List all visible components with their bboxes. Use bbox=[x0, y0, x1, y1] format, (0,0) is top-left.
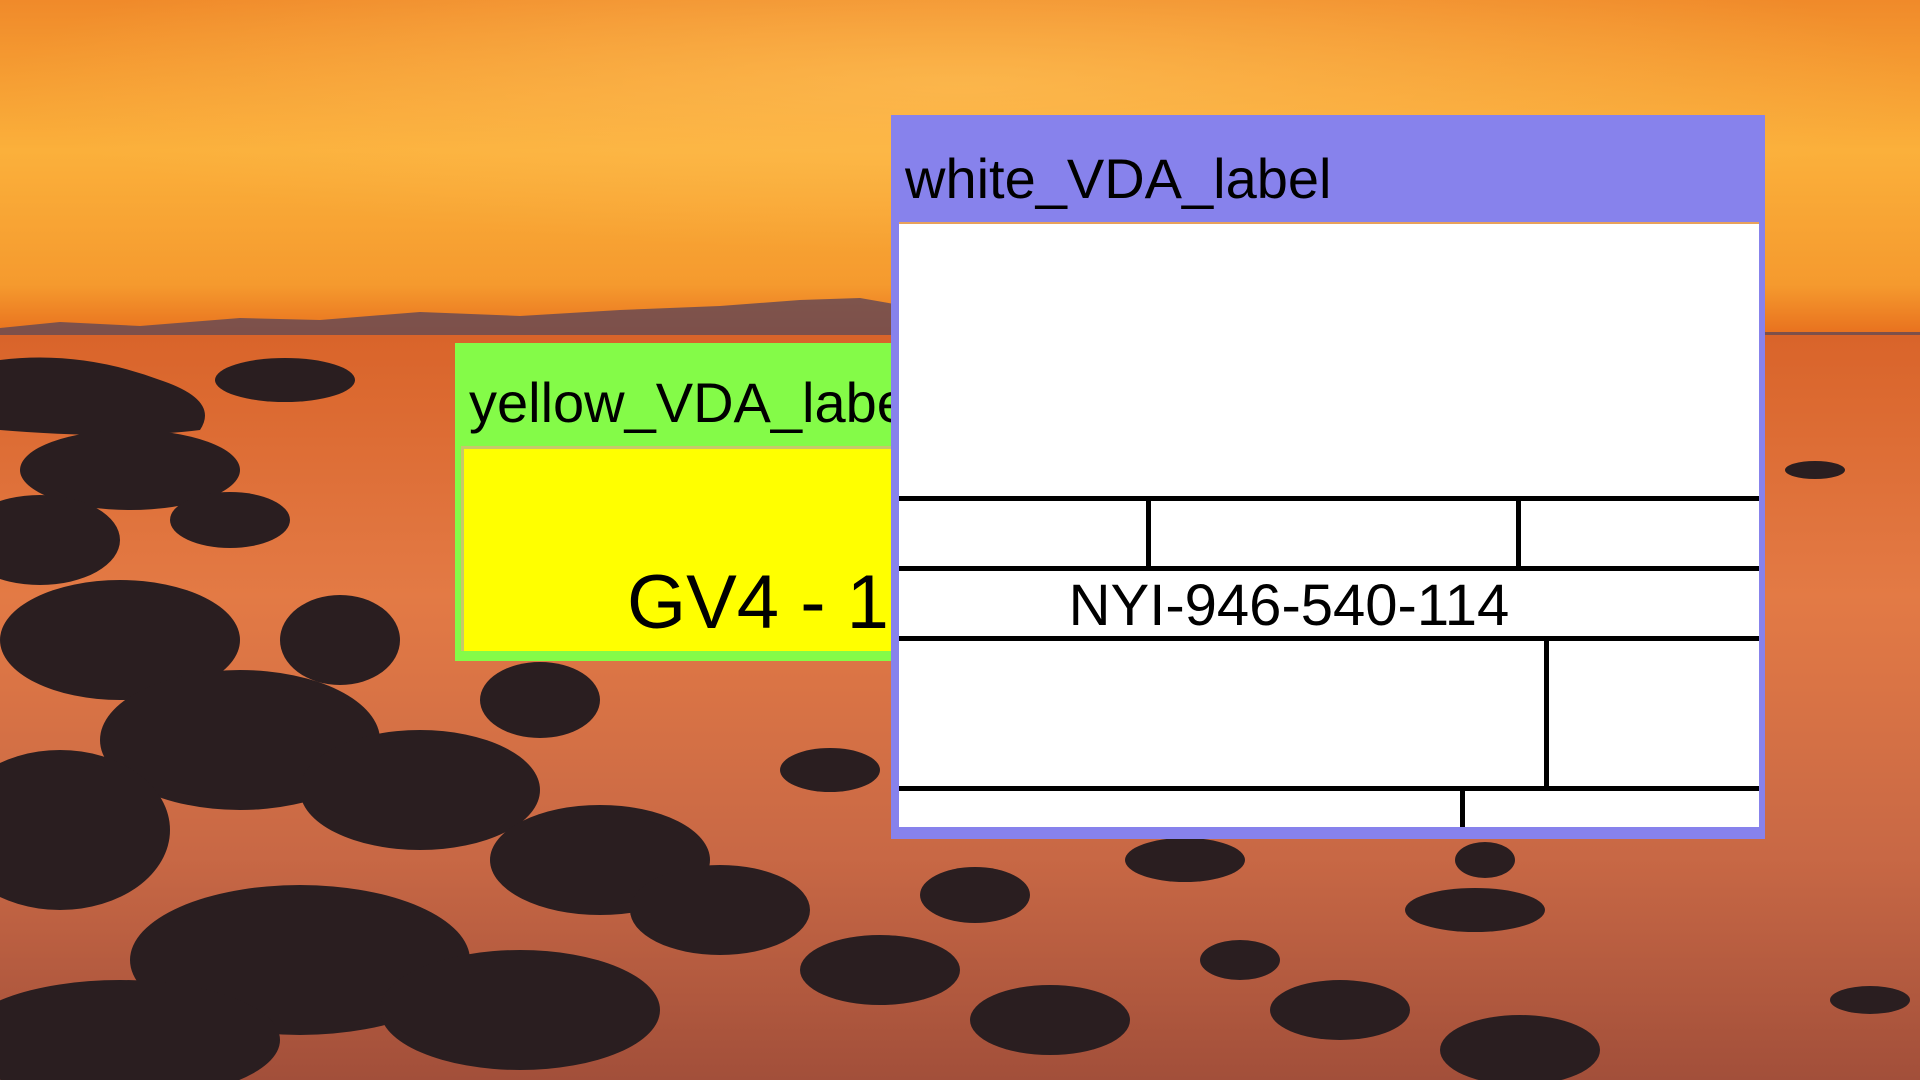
yellow-vda-label-window[interactable]: yellow_VDA_label bbox=[455, 343, 925, 661]
yellow-label-area bbox=[461, 446, 925, 651]
label-grid-line bbox=[899, 786, 1759, 791]
window-title: white_VDA_label bbox=[905, 147, 1332, 210]
label-grid-line bbox=[1460, 786, 1465, 827]
label-grid-line bbox=[899, 566, 1759, 571]
label-grid-line bbox=[899, 496, 1759, 501]
window-title: yellow_VDA_label bbox=[469, 371, 921, 434]
label-grid-line bbox=[1146, 496, 1151, 571]
white-label-area: NYI-946-540-114 bbox=[899, 222, 1759, 827]
label-grid-line bbox=[1544, 636, 1549, 791]
label-code-text: GV4 - 1 bbox=[627, 565, 889, 641]
tracking-number-text: NYI-946-540-114 bbox=[1068, 573, 1510, 638]
white-vda-label-window[interactable]: white_VDA_label NYI-946-540-114 bbox=[891, 115, 1765, 839]
label-grid-line bbox=[1516, 496, 1521, 571]
label-grid-line bbox=[899, 636, 1759, 641]
